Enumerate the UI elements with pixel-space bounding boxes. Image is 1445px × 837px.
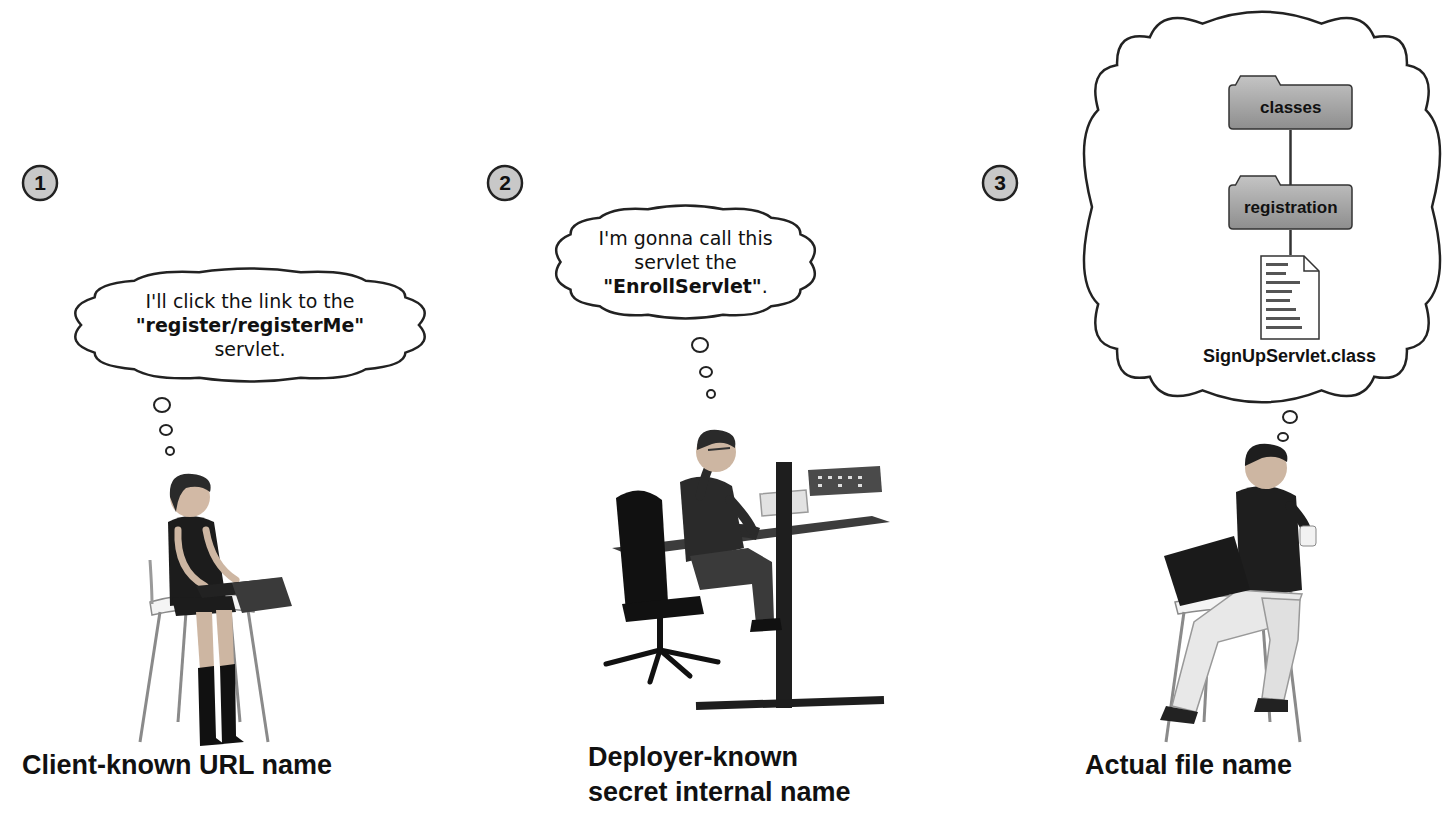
file-name: SignUpServlet.class [1203, 345, 1376, 367]
callout-circle [23, 166, 1017, 200]
text-box: classes [1260, 98, 1321, 118]
connector-line [1289, 130, 1292, 185]
text-box: I'll click the link to the "register/reg… [125, 289, 375, 361]
folder-name: registration [1244, 198, 1338, 218]
text-box: SignUpServlet.class [1203, 345, 1376, 367]
client-person [140, 474, 292, 746]
caption-label: Actual file name [1085, 748, 1292, 783]
thought-bubble: I'm gonna call this servlet the "EnrollS… [553, 205, 818, 319]
thought-bubble: I'll click the link to the "register/reg… [71, 268, 429, 382]
developer-person [1160, 444, 1316, 742]
callout-number: 2 [488, 166, 522, 200]
file-icon [1260, 255, 1320, 340]
deployer-person [606, 430, 890, 708]
callout-number: 3 [983, 166, 1017, 200]
thought-cloud [1084, 12, 1440, 441]
folder-icon: registration [1228, 175, 1353, 230]
folder-icon: classes [1228, 75, 1353, 130]
text-box: registration [1244, 198, 1338, 218]
folder-name: classes [1260, 98, 1321, 118]
caption-label: Deployer-known secret internal name [588, 740, 878, 810]
connector-line [1289, 230, 1292, 255]
callout-number: 1 [23, 166, 57, 200]
thought-text: I'll click the link to the "register/reg… [125, 289, 375, 361]
caption-label: Client-known URL name [22, 748, 332, 783]
text-box: I'm gonna call this servlet the "EnrollS… [593, 226, 778, 298]
thought-text: I'm gonna call this servlet the "EnrollS… [593, 226, 778, 298]
class-file: SignUpServlet.class [1201, 255, 1379, 367]
